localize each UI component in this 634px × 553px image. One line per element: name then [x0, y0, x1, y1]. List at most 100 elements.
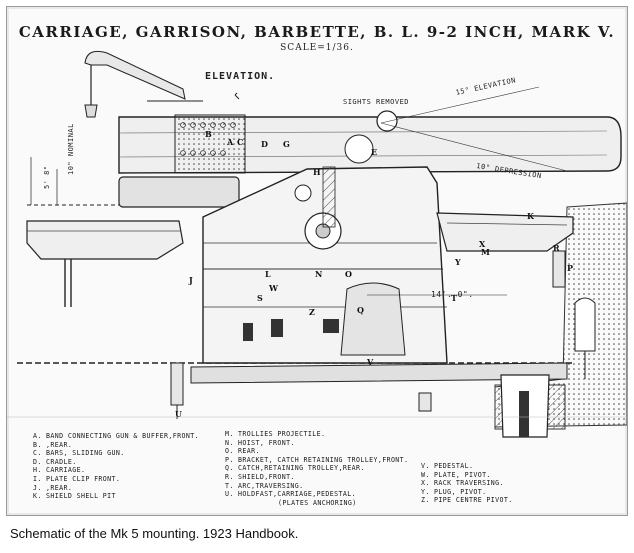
- part-letter-x: X: [479, 239, 486, 249]
- schematic-figure: CARRIAGE, GARRISON, BARBETTE, B. L. 9-2 …: [6, 6, 628, 516]
- legend-text: BARS, SLIDING GUN.: [46, 449, 125, 458]
- part-letter-v: V: [367, 357, 374, 367]
- height-dimension-label: 5' 8": [43, 165, 51, 189]
- part-letter-k: K: [527, 211, 534, 221]
- legend-text: PLATE, PIVOT.: [434, 470, 491, 479]
- legend-item: H. CARRIAGE.: [33, 466, 228, 475]
- legend-key: P.: [225, 455, 234, 464]
- legend-text: BAND CONNECTING GUN & BUFFER,FRONT.: [46, 432, 199, 440]
- elevation-drawing: [7, 50, 627, 438]
- dimension-14ft-label: 14'. 0".: [431, 290, 474, 299]
- sights-removed-label: SIGHTS REMOVED: [343, 98, 410, 106]
- part-letter-b: B: [205, 129, 212, 139]
- legend-item: (PLATES ANCHORING): [225, 499, 430, 508]
- part-letter-m: M: [481, 247, 490, 257]
- part-letter-j: J: [189, 275, 193, 285]
- legend-item: M.TROLLIES PROJECTILE.: [225, 430, 430, 439]
- legend-text: CATCH,RETAINING TROLLEY,REAR.: [238, 464, 365, 473]
- legend-item: N. HOIST, FRONT.: [225, 439, 430, 448]
- legend-text: PLATE CLIP FRONT.: [46, 474, 121, 483]
- legend-text: PIPE CENTRE PIVOT.: [434, 496, 513, 505]
- legend-key: A.: [33, 432, 42, 440]
- legend-key: N.: [225, 438, 234, 447]
- legend-text: CRADLE.: [46, 457, 77, 466]
- elevation-lines: [30, 86, 568, 296]
- legend-text: ,REAR.: [46, 440, 73, 449]
- legend-item: I. PLATE CLIP FRONT.: [33, 475, 228, 484]
- legend-item: W. PLATE, PIVOT.: [421, 471, 626, 480]
- part-letter-r: R: [553, 243, 560, 253]
- nominal-dimension-label: 10" NOMINAL: [67, 123, 75, 175]
- legend-item: P.BRACKET, CATCH RETAINING TROLLEY,FRONT…: [225, 456, 430, 465]
- legend-key: J.: [33, 483, 42, 492]
- legend-key: T.: [225, 481, 234, 490]
- legend-key: Y.: [421, 487, 430, 496]
- legend-key: K.: [33, 492, 42, 501]
- legend-item: X. RACK TRAVERSING.: [421, 479, 626, 488]
- platform-right: [436, 212, 574, 288]
- legend-column-1: A. BAND CONNECTING GUN & BUFFER,FRONT.B. …: [33, 432, 228, 501]
- legend-text: RACK TRAVERSING.: [434, 479, 504, 488]
- legend-key: Q.: [225, 464, 234, 473]
- legend-key: X.: [421, 479, 430, 488]
- legend-item: J. ,REAR.: [33, 484, 228, 493]
- part-letter-s: S: [257, 293, 263, 303]
- legend-text: ARC,TRAVERSING.: [238, 481, 304, 490]
- legend-item: Z. PIPE CENTRE PIVOT.: [421, 496, 626, 505]
- part-letter-n: N: [315, 269, 323, 279]
- crane-arm: [84, 50, 186, 118]
- legend-text: SHIELD SHELL PIT: [46, 492, 116, 501]
- legend-text: SHIELD,FRONT.: [238, 472, 295, 481]
- platform-left: [26, 220, 184, 307]
- part-letter-t: T: [451, 293, 457, 303]
- legend-text: PLUG, PIVOT.: [434, 487, 487, 496]
- plate-title: CARRIAGE, GARRISON, BARBETTE, B. L. 9-2 …: [18, 23, 616, 41]
- part-letter-d: D: [261, 139, 268, 149]
- legend-text: ,REAR.: [46, 483, 73, 492]
- legend-key: I.: [33, 474, 42, 483]
- legend-item: V. PEDESTAL.: [421, 462, 626, 471]
- part-letter-z: Z: [309, 307, 315, 317]
- legend-key: B.: [33, 440, 42, 449]
- legend-text: HOLDFAST,CARRIAGE,PEDESTAL.: [238, 490, 356, 499]
- legend-column-3: V. PEDESTAL. W. PLATE, PIVOT. X. RACK TRAVERS…: [421, 462, 626, 505]
- part-letter-c: C: [237, 137, 244, 147]
- legend-key: V.: [421, 462, 430, 470]
- legend-item: U.HOLDFAST,CARRIAGE,PEDESTAL.: [225, 490, 430, 499]
- part-letter-h: H: [313, 167, 321, 177]
- legend-item: Q. CATCH,RETAINING TROLLEY,REAR.: [225, 464, 430, 473]
- legend-key: D.: [33, 457, 42, 466]
- plate-scale: SCALE=1/36.: [280, 43, 354, 53]
- part-letter-p: P: [567, 263, 574, 273]
- legend-item: A. BAND CONNECTING GUN & BUFFER,FRONT.: [33, 432, 228, 441]
- holdfast-left: [170, 362, 432, 419]
- part-letter-l: L: [265, 269, 271, 279]
- legend-item: B. ,REAR.: [33, 441, 228, 450]
- legend-key: R.: [225, 472, 234, 481]
- carriage-body: [202, 110, 448, 364]
- pedestal-pit: [190, 297, 596, 438]
- legend-item: C. BARS, SLIDING GUN.: [33, 449, 228, 458]
- legend-key: Z.: [421, 496, 430, 505]
- legend-key: W.: [421, 470, 430, 479]
- legend-key: [225, 499, 238, 508]
- legend-item: T. ARC,TRAVERSING.: [225, 482, 430, 491]
- legend-text: HOIST, FRONT.: [238, 438, 295, 447]
- legend-key: H.: [33, 466, 42, 475]
- legend-text: CARRIAGE.: [46, 466, 86, 475]
- legend-item: K. SHIELD SHELL PIT: [33, 492, 228, 501]
- figure-caption: Schematic of the Mk 5 mounting. 1923 Han…: [10, 526, 299, 541]
- breech-detail: [147, 100, 246, 174]
- plate-view-label: ELEVATION.: [205, 71, 276, 82]
- legend-text: TROLLIES PROJECTILE.: [238, 430, 326, 438]
- legend-column-2: M.TROLLIES PROJECTILE.N.HOIST, FRONT.O. …: [225, 430, 430, 507]
- legend-item: D. CRADLE.: [33, 458, 228, 467]
- legend-text: REAR.: [238, 447, 260, 456]
- legend-key: O.: [225, 447, 234, 456]
- part-letter-e: E: [371, 147, 378, 157]
- part-letter-g: G: [283, 139, 290, 149]
- legend-text: PEDESTAL.: [434, 462, 474, 470]
- part-letter-u: U: [175, 409, 182, 419]
- legend-key: C.: [33, 449, 42, 458]
- part-letter-q: Q: [357, 305, 364, 315]
